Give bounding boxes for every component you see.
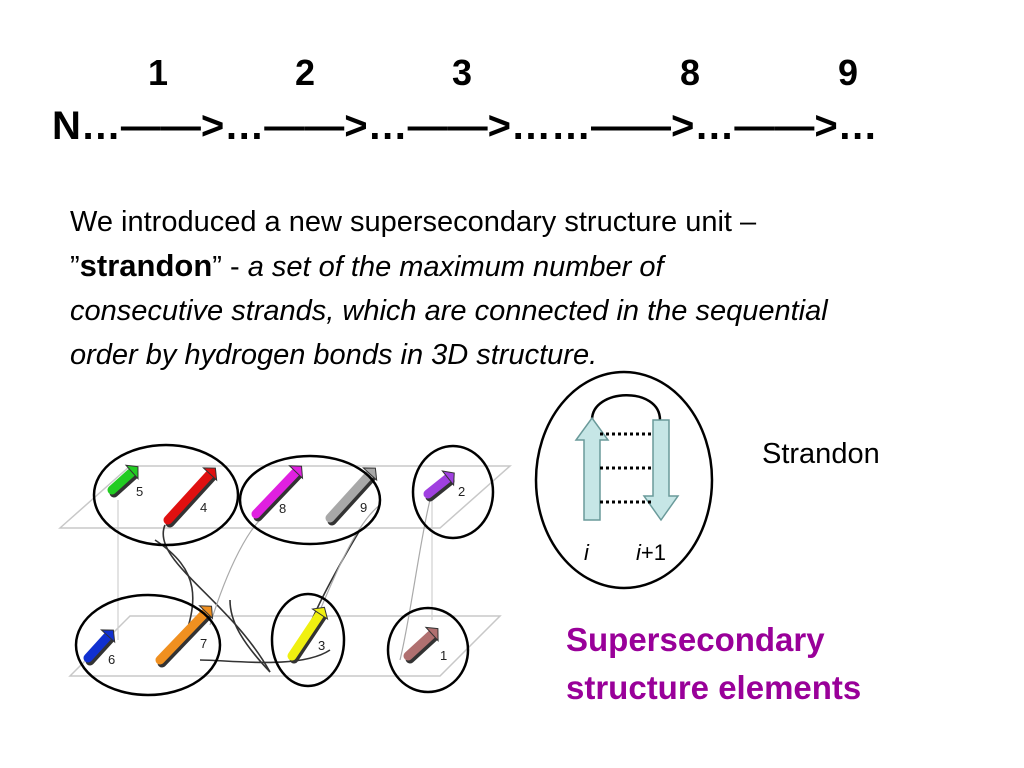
strand-label-6: 6 — [108, 652, 115, 667]
strand-i-plus-1-i: i — [636, 540, 641, 565]
connecting-loop — [590, 394, 662, 421]
strand-i-plus-1-label: i+1 — [636, 540, 666, 566]
strand-plus-one: +1 — [640, 540, 666, 565]
circle-strands-6-7 — [74, 593, 222, 697]
vertical-guides — [117, 500, 433, 640]
strand-label-3: 3 — [318, 638, 325, 653]
bottom-plane — [68, 615, 502, 677]
strand-i-label: i — [584, 540, 589, 565]
grouping-circles — [74, 443, 495, 697]
definition-paragraph: We introduced a new supersecondary struc… — [70, 200, 990, 377]
background-loops — [209, 499, 431, 661]
strand-i-arrow — [574, 416, 610, 521]
strand-sequence: N…——>…——>…——>……——>…——>… — [52, 104, 878, 148]
strand-label-9: 9 — [360, 500, 367, 515]
strands: 5 4 8 9 2 6 7 3 1 — [83, 464, 465, 668]
definition-line-a: a set of the maximum number of — [247, 251, 664, 283]
strand-number-9: 9 — [838, 52, 859, 93]
circle-strands-8-9 — [238, 454, 382, 546]
definition-line-c: order by hydrogen bonds in 3D structure. — [70, 339, 598, 371]
top-plane — [58, 465, 512, 529]
open-quote: ” — [70, 251, 80, 283]
strand-number-8: 8 — [680, 52, 701, 93]
strand-8: 8 — [251, 465, 304, 522]
definition-line-b: consecutive strands, which are connected… — [70, 295, 828, 327]
strand-label-1: 1 — [440, 648, 447, 663]
strand-label-7: 7 — [200, 636, 207, 651]
caption-line-1: Supersecondary — [566, 621, 825, 658]
strand-number-3: 3 — [452, 52, 473, 93]
strand-6: 6 — [83, 629, 116, 667]
strand-number-1: 1 — [148, 52, 169, 93]
term-strandon: strandon — [79, 248, 213, 283]
circle-strand-3 — [270, 592, 346, 688]
strand-label-2: 2 — [458, 484, 465, 499]
hydrogen-bonds — [600, 432, 653, 504]
strand-label-5: 5 — [136, 484, 143, 499]
caption-line-2: structure elements — [566, 669, 862, 706]
strand-number-2: 2 — [295, 52, 316, 93]
close-quote: ” - — [212, 251, 248, 283]
strandon-label: Strandon — [762, 438, 880, 470]
strand-2: 2 — [423, 470, 465, 502]
strand-4: 4 — [163, 467, 218, 528]
strand-1: 1 — [403, 626, 447, 664]
strand-label-4: 4 — [200, 500, 207, 515]
strand-5: 5 — [107, 464, 143, 499]
strand-7: 7 — [155, 605, 214, 668]
caption: Supersecondary structure elements — [566, 616, 861, 712]
intro-text: We introduced a new supersecondary struc… — [70, 206, 757, 238]
circle-strand-2 — [411, 444, 495, 540]
connecting-loops — [154, 524, 361, 673]
circle-strand-1 — [386, 606, 470, 694]
strandon-ellipse — [534, 370, 714, 590]
strand-i-plus-1-arrow — [642, 419, 680, 522]
circle-strands-5-4 — [92, 443, 240, 547]
strand-3: 3 — [287, 606, 329, 664]
strand-label-8: 8 — [279, 501, 286, 516]
strand-9: 9 — [325, 467, 378, 526]
